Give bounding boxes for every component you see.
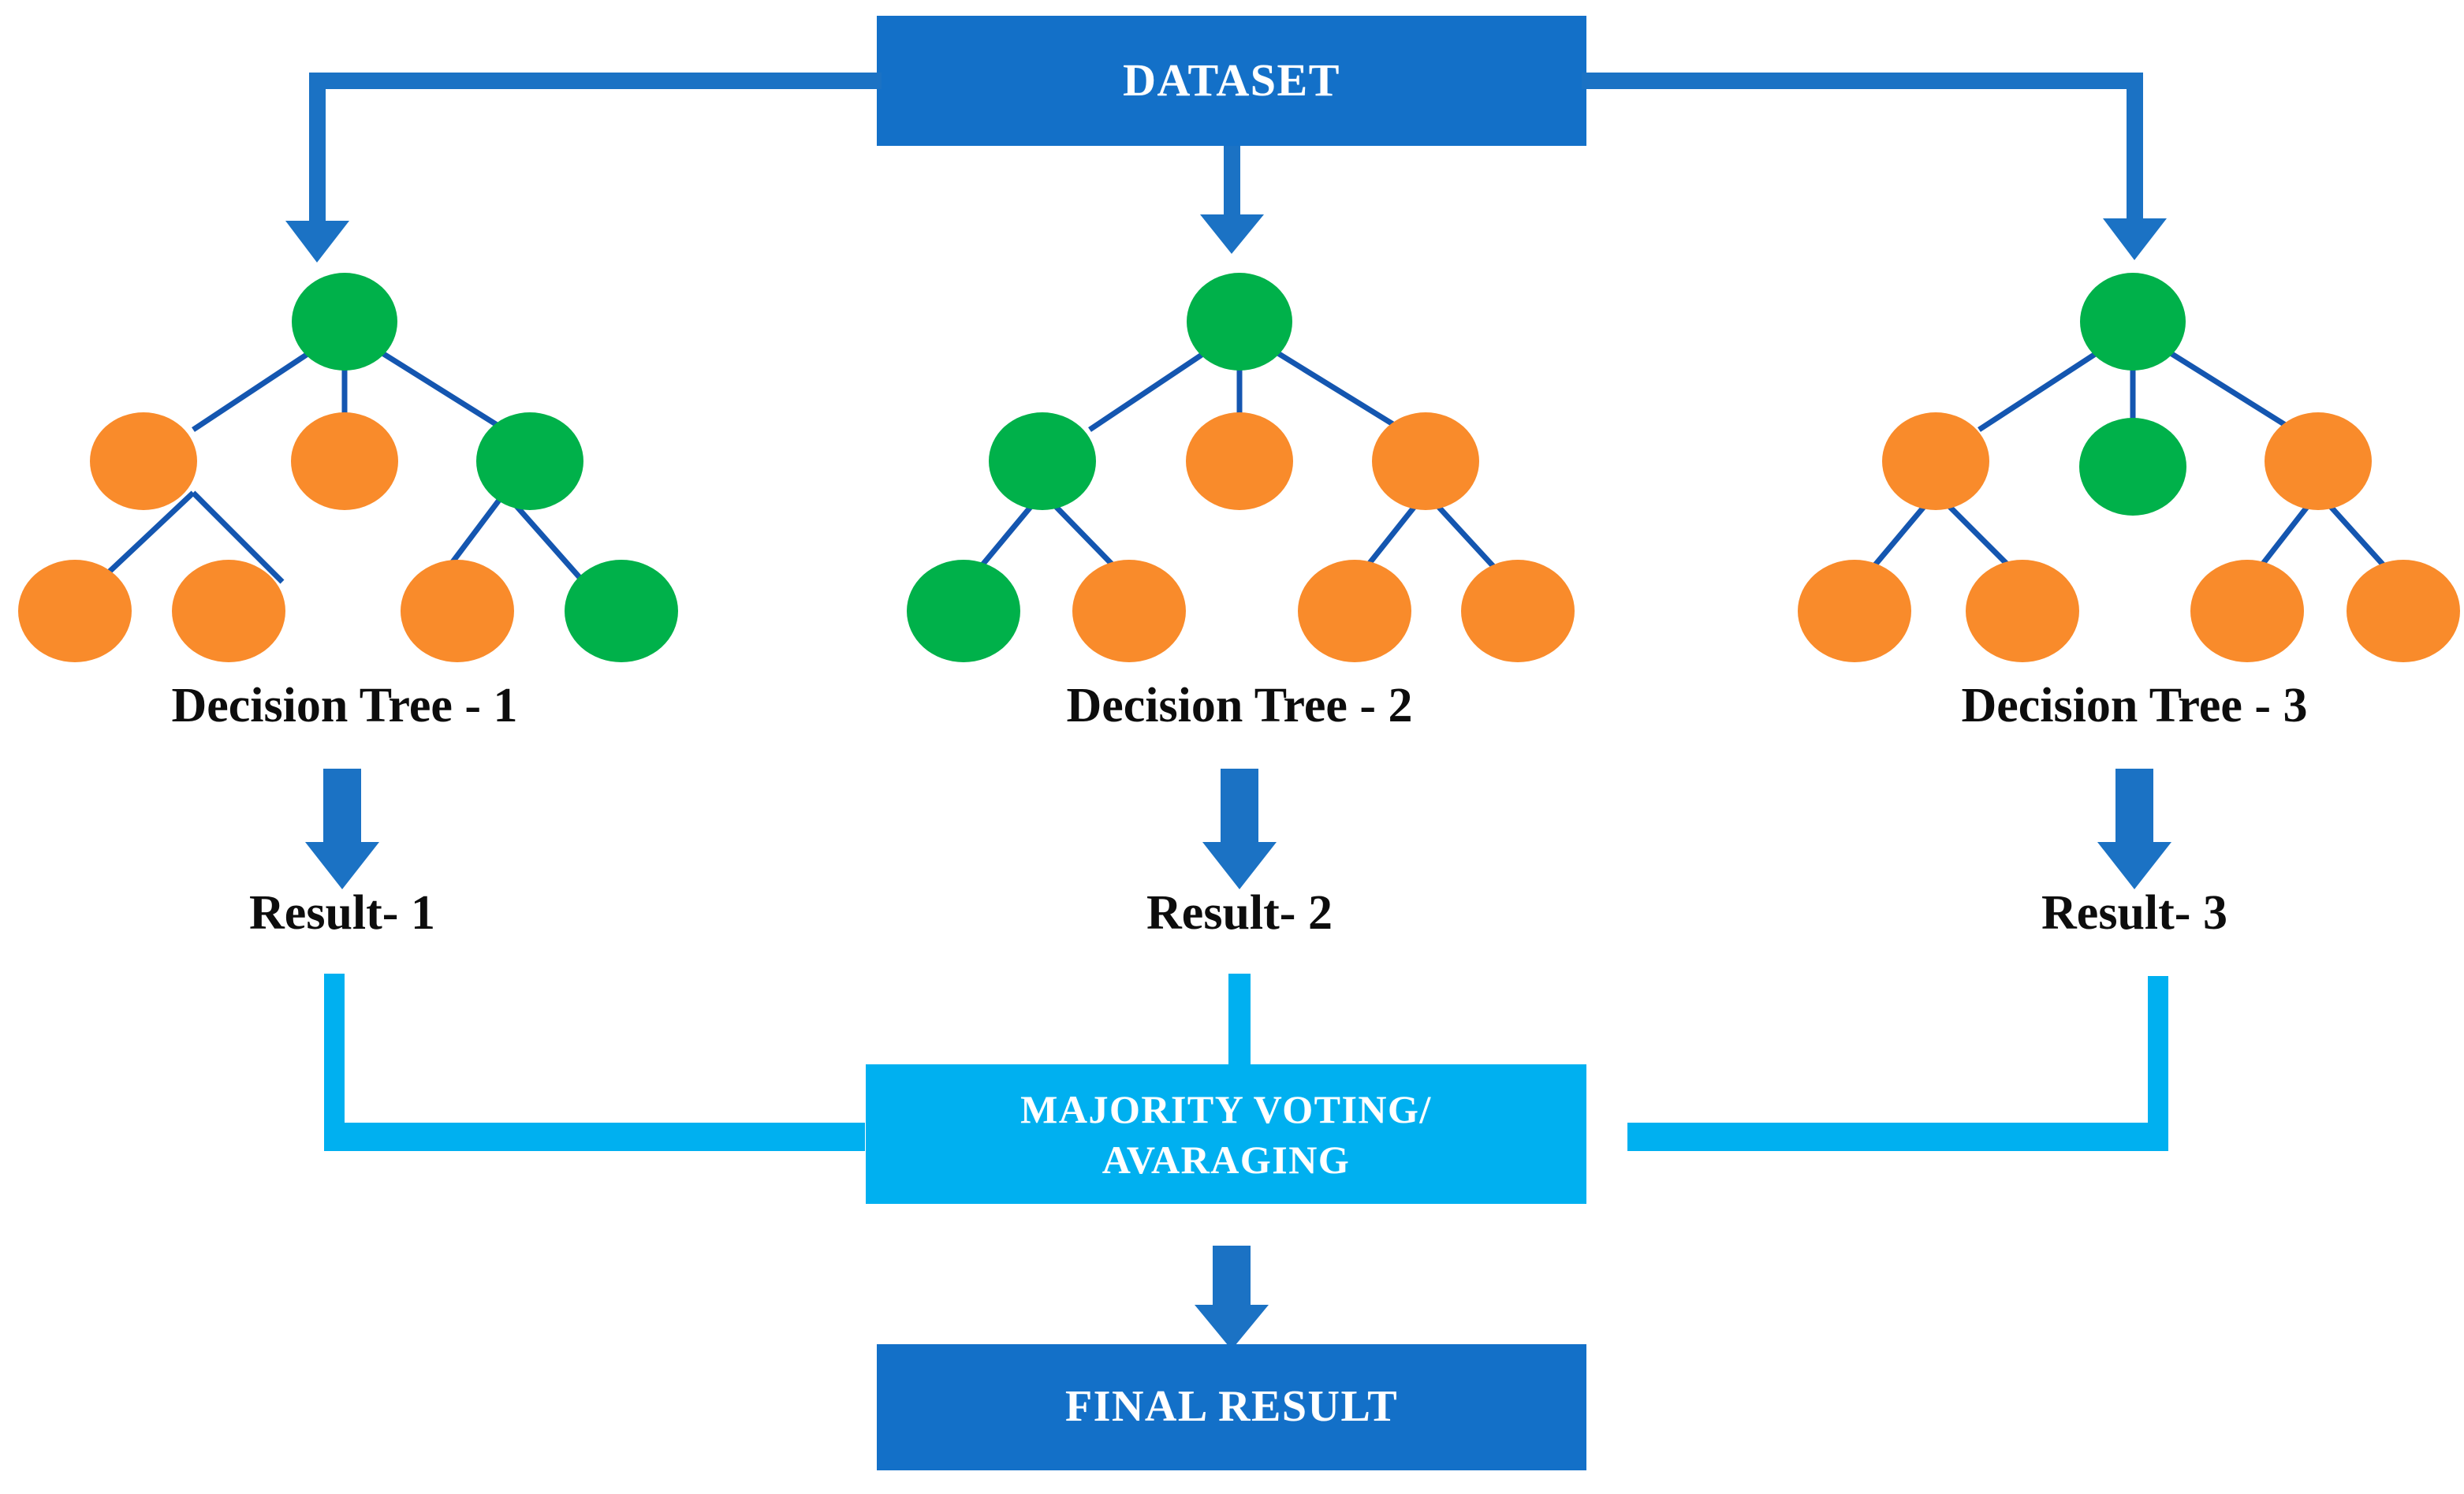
tree-1-level2-node-3[interactable] xyxy=(476,412,583,510)
tree-3-caption: Decision Tree - 3 xyxy=(1866,678,2402,734)
tree-2-level2-node-1[interactable] xyxy=(989,412,1096,510)
result-2-caption: Result- 2 xyxy=(971,885,1508,941)
tree-3-level2-node-3[interactable] xyxy=(2265,412,2372,510)
tree-1-level2-node-1[interactable] xyxy=(90,412,197,510)
result-1-text: Result- 1 xyxy=(249,886,435,940)
tree-1-caption-text: Decision Tree - 1 xyxy=(171,679,518,732)
result-2-text: Result- 2 xyxy=(1146,886,1333,940)
majority-voting-box[interactable] xyxy=(866,1064,1586,1204)
result-3-caption: Result- 3 xyxy=(1866,885,2402,941)
tree-2-level3-node-1[interactable] xyxy=(907,560,1020,662)
tree-1-level3-node-1[interactable] xyxy=(18,560,132,662)
arrow-tree-1-to-result-1 xyxy=(305,769,379,889)
tree-1-caption: Decision Tree - 1 xyxy=(76,678,613,734)
arrow-result-1-to-voting xyxy=(324,974,909,1168)
arrow-result-3-to-voting xyxy=(1543,976,2168,1168)
tree-3-level2-node-1[interactable] xyxy=(1882,412,1989,510)
arrow-voting-to-final xyxy=(1195,1246,1269,1350)
tree-2-level3-node-3[interactable] xyxy=(1298,560,1411,662)
tree-3-level3-node-2[interactable] xyxy=(1966,560,2079,662)
tree-2-caption: Decision Tree - 2 xyxy=(971,678,1508,734)
arrow-dataset-to-tree-2 xyxy=(1200,146,1264,254)
tree-3-caption-text: Decision Tree - 3 xyxy=(1961,679,2308,732)
result-3-text: Result- 3 xyxy=(2041,886,2227,940)
tree-1-level2-node-2[interactable] xyxy=(291,412,398,510)
tree-3-level3-node-4[interactable] xyxy=(2347,560,2460,662)
tree-2-level2-node-3[interactable] xyxy=(1372,412,1479,510)
tree-2-root-node[interactable] xyxy=(1187,273,1292,371)
result-1-caption: Result- 1 xyxy=(74,885,610,941)
decision-tree-3[interactable] xyxy=(1798,273,2460,662)
decision-tree-2[interactable] xyxy=(907,273,1575,662)
decision-tree-1[interactable] xyxy=(18,273,678,662)
arrow-tree-2-to-result-2 xyxy=(1202,769,1277,889)
final-result-box[interactable] xyxy=(877,1344,1586,1470)
tree-3-level3-node-1[interactable] xyxy=(1798,560,1911,662)
tree-1-level3-node-4[interactable] xyxy=(565,560,678,662)
tree-1-root-node[interactable] xyxy=(292,273,397,371)
tree-1-level3-node-3[interactable] xyxy=(401,560,514,662)
arrow-tree-3-to-result-3 xyxy=(2097,769,2171,889)
arrow-result-2-to-voting xyxy=(1228,974,1251,1068)
tree-2-level2-node-2[interactable] xyxy=(1186,412,1293,510)
arrow-dataset-to-tree-1 xyxy=(285,73,882,263)
tree-2-level3-node-4[interactable] xyxy=(1461,560,1575,662)
tree-2-level3-node-2[interactable] xyxy=(1072,560,1186,662)
tree-1-level3-node-2[interactable] xyxy=(172,560,285,662)
dataset-box[interactable] xyxy=(877,16,1586,146)
tree-3-level3-node-3[interactable] xyxy=(2190,560,2304,662)
arrow-dataset-to-tree-3 xyxy=(1582,73,2167,260)
tree-2-caption-text: Decision Tree - 2 xyxy=(1066,679,1413,732)
tree-3-level2-node-2[interactable] xyxy=(2079,418,2186,516)
tree-3-root-node[interactable] xyxy=(2080,273,2186,371)
